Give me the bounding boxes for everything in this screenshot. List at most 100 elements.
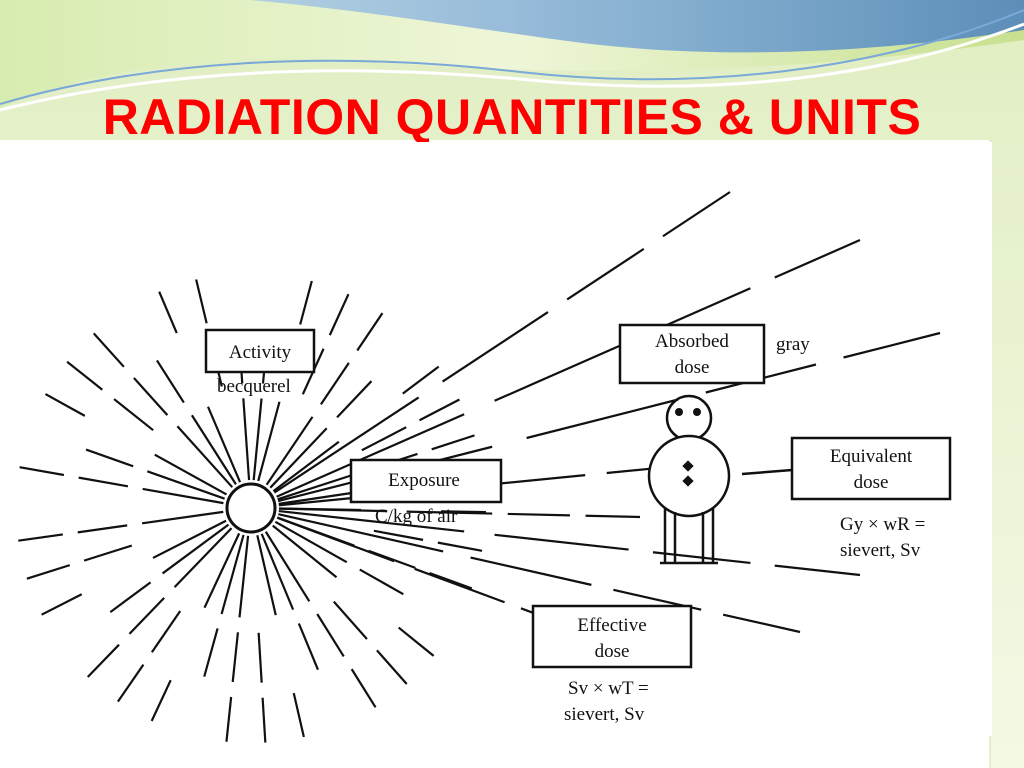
ray-segment [507,512,571,517]
exposure-unit: C/kg of air [375,506,458,527]
human-figure [647,394,731,565]
absorbed-dose-label-line2: dose [675,357,710,378]
activity-unit: becquerel [217,376,291,397]
ray-segment [26,564,71,580]
ray-segment [333,600,368,640]
ray-segment [431,434,475,451]
ray-segment [231,632,240,683]
ray-segment [273,396,420,494]
ray-segment [774,238,861,279]
ray-segment [141,510,224,525]
ray-segment [156,359,185,404]
ray-segment [260,533,295,611]
ray-segment [264,531,311,602]
ray-segment [361,426,407,452]
ray-segment [652,551,751,565]
figure-eye-right [693,408,701,416]
effective-dose-label-line2: dose [595,641,630,662]
activity-label: Activity [229,342,292,363]
ray-segment [774,564,861,577]
ray-segment [203,532,241,609]
ray-segment [566,247,645,301]
absorbed-dose-label-line1: Absorbed [655,331,729,352]
equivalent-dose-connector [741,468,793,476]
ray-segment [276,413,465,498]
ray-segment [494,533,629,551]
radiation-source [225,482,277,534]
ray-segment [207,406,242,483]
ray-segment [252,398,263,481]
equivalent-dose-unit-line2: sievert, Sv [840,540,921,561]
ray-segment [402,365,440,395]
ray-segment [154,453,228,496]
ray-segment [113,398,154,432]
ray-segment [328,293,350,336]
ray-segment [44,393,86,417]
radiation-rays [18,191,941,743]
ray-segment [150,610,182,653]
ray-segment [397,626,435,657]
ray-segment [376,649,408,685]
ray-segment [195,279,208,324]
ray-segment [722,613,801,634]
ray-segment [297,623,319,671]
ray-segment [292,692,305,738]
ray-segment [83,544,133,562]
ray-segment [92,332,125,368]
ray-segment [373,529,424,541]
ray-segment [203,628,219,677]
figure-body [647,434,731,518]
ray-segment [319,362,350,405]
ray-segment [414,567,505,604]
ray-segment [66,360,103,391]
ray-segment [274,520,348,564]
ray-segment [440,510,486,514]
ray-segment [257,401,281,482]
figure-organ-dot-2 [682,475,694,487]
activity-box: Activity [204,328,316,374]
effective-dose-label-line1: Effective [577,615,646,636]
ray-segment [843,331,941,359]
ray-segment [19,466,65,477]
ray-segment [356,312,384,352]
ray-segment [336,380,373,419]
absorbed-dose-box: Absorbed dose [618,323,766,385]
absorbed-dose-unit: gray [776,334,810,355]
figure-eye-left [675,408,683,416]
exposure-box: Exposure [349,458,503,504]
ray-segment [470,556,592,586]
figure-head [665,394,713,442]
ray-segment [176,425,234,488]
ray-segment [18,533,64,542]
ray-segment [278,509,465,533]
ray-segment [526,398,679,440]
ray-segment [173,527,233,588]
figure-organ-dot-1 [682,460,694,472]
ray-segment [41,593,83,616]
ray-segment [437,541,483,552]
ray-segment [109,581,152,613]
equivalent-dose-label-line2: dose [854,472,889,493]
ray-segment [146,470,225,500]
ray-segment [77,524,128,534]
ray-segment [152,519,227,559]
ray-segment [406,510,493,515]
ray-segment [257,632,263,683]
ray-segment [150,679,172,722]
ray-segment [272,524,338,579]
ray-segment [419,398,460,422]
ray-segment [78,476,129,488]
ray-segment [278,507,388,513]
exposure-label: Exposure [388,470,460,491]
effective-dose-unit-line1: Sv × wT = [568,678,649,699]
ray-segment [265,416,314,486]
equivalent-dose-unit-line1: Gy × wR = [840,514,925,535]
ray-segment [190,414,237,485]
slide-title: RADIATION QUANTITIES & UNITS [102,89,922,145]
connectors [741,468,793,476]
ray-segment [85,448,134,468]
ray-segment [225,696,233,742]
effective-dose-unit-line2: sievert, Sv [564,704,645,725]
ray-segment [359,568,404,596]
ray-segment [142,487,224,505]
